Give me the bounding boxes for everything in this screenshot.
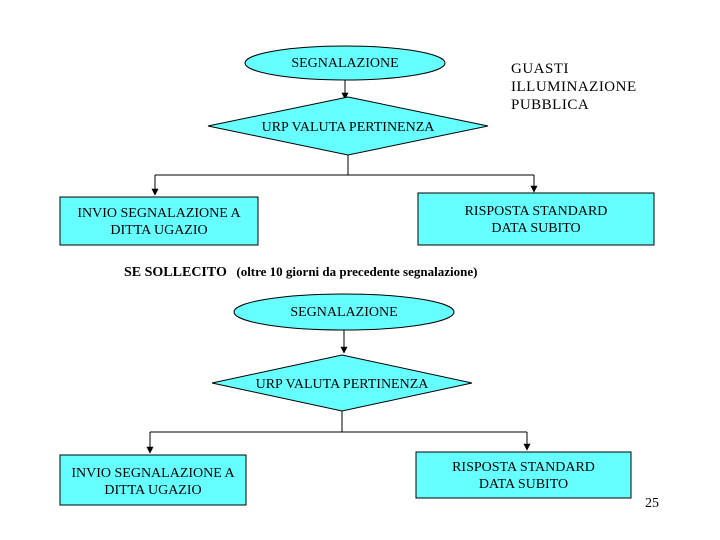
page-number: 25 xyxy=(645,496,659,511)
reminder-note: SE SOLLECITO (oltre 10 giorni da precede… xyxy=(124,263,477,281)
top-left-box-label: INVIO SEGNALAZIONE A DITTA UGAZIO xyxy=(77,206,241,238)
diagram-title: GUASTI ILLUMINAZIONE PUBBLICA xyxy=(511,61,637,113)
top-start-label: SEGNALAZIONE xyxy=(291,56,399,71)
bottom-right-box xyxy=(415,451,632,499)
bottom-left-box xyxy=(59,454,247,506)
top-right-box xyxy=(417,192,655,246)
bottom-right-box-label: RISPOSTA STANDARD DATA SUBITO xyxy=(452,460,595,492)
top-right-box-label: RISPOSTA STANDARD DATA SUBITO xyxy=(464,204,608,236)
top-decision-label: URP VALUTA PERTINENZA xyxy=(261,120,435,135)
bottom-decision-label: URP VALUTA PERTINENZA xyxy=(255,377,429,392)
reminder-note-lead: SE SOLLECITO xyxy=(124,265,227,280)
reminder-note-detail: (oltre 10 giorni da precedente segnalazi… xyxy=(236,264,478,279)
top-left-box xyxy=(59,196,259,246)
bottom-left-box-label: INVIO SEGNALAZIONE A DITTA UGAZIO xyxy=(71,466,235,498)
bottom-start-label: SEGNALAZIONE xyxy=(290,305,398,320)
